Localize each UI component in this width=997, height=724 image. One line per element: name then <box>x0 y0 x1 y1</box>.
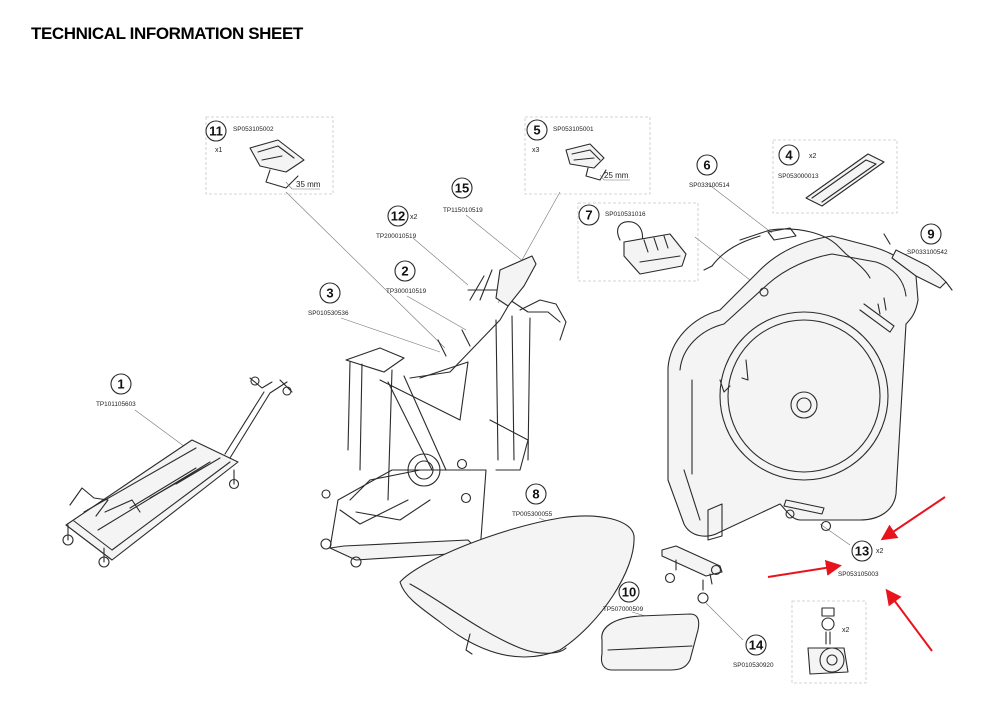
red-arrow-1 <box>880 496 946 541</box>
page-title: TECHNICAL INFORMATION SHEET <box>31 24 303 43</box>
part-code-6: SP033100514 <box>689 182 730 189</box>
red-arrow-3 <box>885 588 933 652</box>
detail-box-5 <box>524 116 651 195</box>
part-code-13: SP053105003 <box>838 571 879 578</box>
qty-4: x2 <box>809 153 817 160</box>
part-code-1: TP101105603 <box>96 401 136 408</box>
callout-num-12: 12 <box>391 209 405 224</box>
part-number-callouts: 11 5 4 6 7 9 15 12 2 3 1 8 13 10 14 <box>110 119 942 656</box>
callout-num-9: 9 <box>927 227 934 242</box>
qty-13: x2 <box>876 548 884 555</box>
dimension-25mm: 25 mm <box>604 171 629 180</box>
part-code-labels: SP053105002 SP053105001 SP053000013 SP03… <box>96 126 948 669</box>
detail-box-7 <box>577 202 699 282</box>
part-code-10: TP507000509 <box>603 606 644 613</box>
qty-14: x2 <box>842 627 850 634</box>
buckle-part-5-illustration <box>565 143 630 181</box>
caster-part-14-illustration <box>807 607 849 675</box>
pad-part-10-illustration <box>600 613 700 671</box>
part-code-9: SP033100542 <box>907 249 948 256</box>
dimension-35mm: 35 mm <box>296 180 321 189</box>
callout-num-8: 8 <box>532 487 539 502</box>
red-arrows <box>767 496 946 652</box>
qty-5: x3 <box>532 147 540 154</box>
callout-num-1: 1 <box>117 377 124 392</box>
callout-num-15: 15 <box>455 181 469 196</box>
detail-box-11 <box>205 116 334 195</box>
part-code-4: SP053000013 <box>778 173 819 180</box>
callout-num-11: 11 <box>209 124 223 139</box>
red-arrow-2 <box>767 559 842 578</box>
callout-num-10: 10 <box>622 585 636 600</box>
callout-num-3: 3 <box>326 286 333 301</box>
part-code-15: TP115010519 <box>443 207 483 214</box>
buckle-part-11-illustration <box>249 139 320 190</box>
quantity-labels: x1 x3 x2 x2 x2 x2 <box>215 147 884 634</box>
strap-pad-part-4-illustration <box>805 153 885 207</box>
callout-num-13: 13 <box>855 544 869 559</box>
detail-box-4 <box>772 139 898 214</box>
qty-11: x1 <box>215 147 223 154</box>
part-code-2: TP300010519 <box>386 288 427 295</box>
callout-num-14: 14 <box>749 638 764 653</box>
bike-harness-illustration <box>320 255 567 568</box>
part-code-3: SP010530536 <box>308 310 349 317</box>
part-code-11: SP053105002 <box>233 126 274 133</box>
detail-box-14 <box>791 600 867 684</box>
qty-12: x2 <box>410 214 418 221</box>
part-code-12: TP200010519 <box>376 233 417 240</box>
soft-bag-part-8-illustration <box>399 515 635 658</box>
callout-num-2: 2 <box>401 264 408 279</box>
part-code-14: SP010530920 <box>733 662 774 669</box>
callout-num-4: 4 <box>785 148 793 163</box>
frame-part-1-illustration <box>62 376 293 568</box>
wheel-bracket-part-13-illustration <box>661 545 723 604</box>
callout-num-6: 6 <box>703 158 710 173</box>
bike-case-illustration <box>667 227 953 541</box>
callout-num-5: 5 <box>533 123 540 138</box>
part-code-5: SP053105001 <box>553 126 594 133</box>
callout-num-7: 7 <box>585 208 592 223</box>
combination-lock-part-7-illustration <box>617 221 687 275</box>
part-code-7: SP010531016 <box>605 211 646 218</box>
part-code-8: TP005300055 <box>512 511 553 518</box>
